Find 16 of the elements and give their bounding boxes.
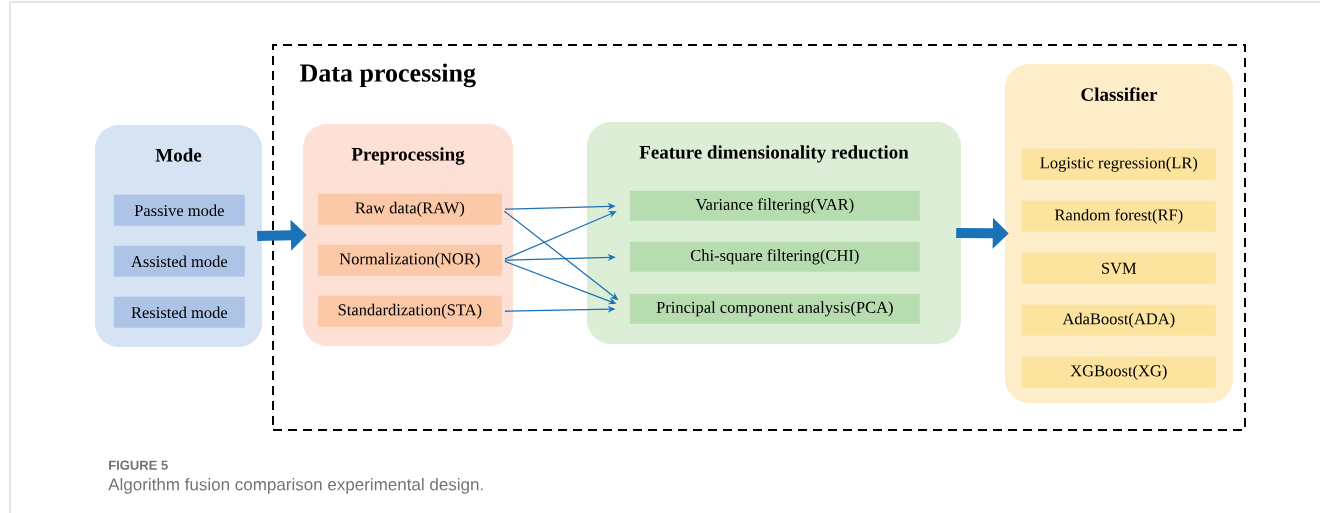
method-box: Raw data(RAW) [317,193,502,225]
method-box: Assisted mode [113,245,245,277]
method-box: Logistic regression(LR) [1021,148,1216,180]
method-box: Chi-square filtering(CHI) [629,241,920,272]
method-box: Principal component analysis(PCA) [629,293,920,324]
method-box: Variance filtering(VAR) [629,190,920,221]
method-box: Normalization(NOR) [317,244,502,276]
method-box: XGBoost(XG) [1021,356,1216,388]
figure-number: FIGURE 5 [109,460,168,470]
method-box: Standardization(STA) [317,295,502,327]
method-box: Random forest(RF) [1021,200,1216,232]
method-box: AdaBoost(ADA) [1021,304,1216,336]
method-box: Resisted mode [113,296,245,328]
method-box: Passive mode [113,194,245,226]
caption: Algorithm fusion comparison experimental design. [108,477,483,494]
method-box: SVM [1021,252,1216,284]
